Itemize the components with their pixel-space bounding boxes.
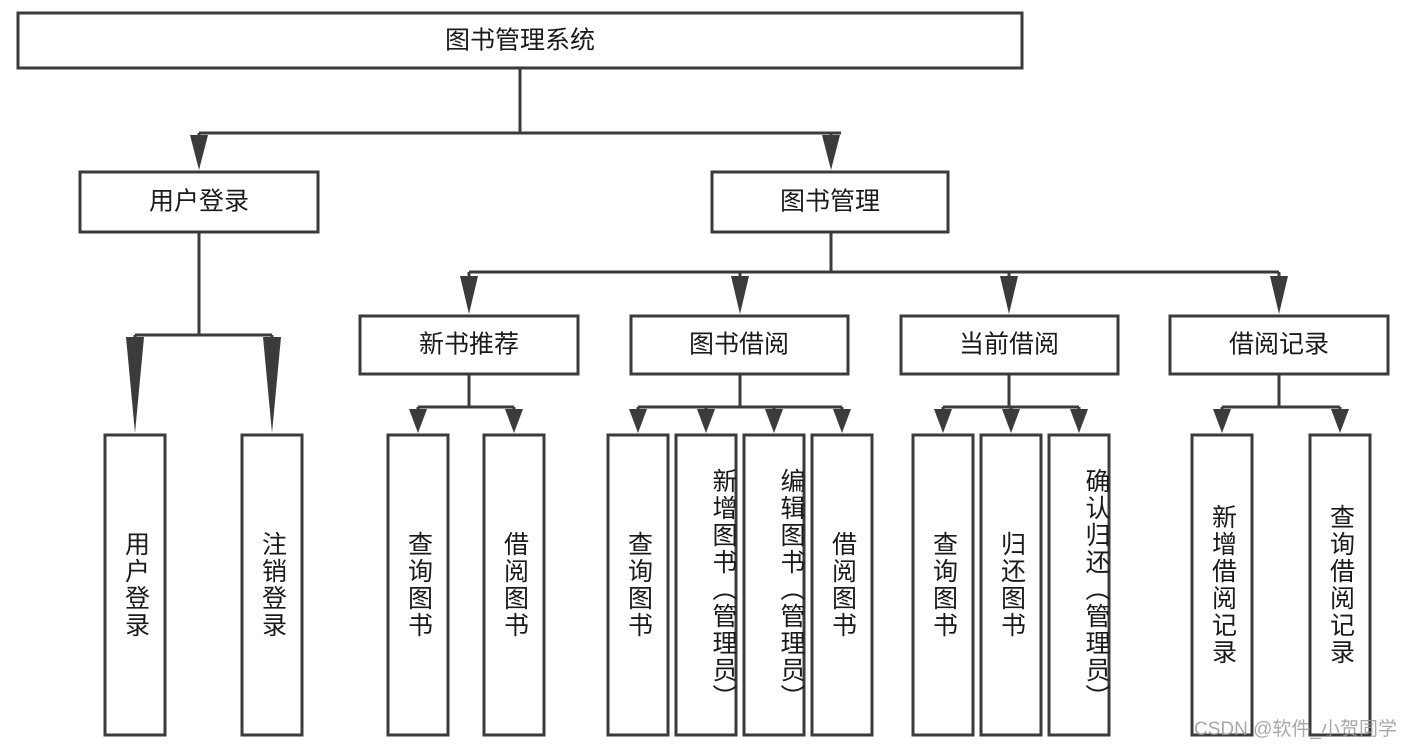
leaf-query-book-rec-box[interactable] — [386, 433, 450, 737]
arrow-head-new-book-rec — [460, 276, 478, 314]
node-user-login-box[interactable] — [78, 170, 320, 234]
arrow-head-leaf-confirm-return-admin — [1070, 409, 1088, 433]
node-root[interactable]: 图书管理系统 — [16, 11, 1024, 70]
node-root-label: 图书管理系统 — [445, 27, 595, 55]
connector-group-new-book-rec — [409, 374, 523, 433]
leaf-query-borrow-record-box[interactable] — [1308, 433, 1372, 737]
leaf-user-login-box[interactable] — [103, 433, 167, 737]
arrow-head-leaf-add-book-admin — [697, 409, 715, 433]
connector-group-borrow-record — [1213, 374, 1349, 433]
leaf-confirm-return-admin-box[interactable] — [1047, 433, 1111, 737]
leaf-add-book-admin-box[interactable] — [674, 433, 738, 737]
leaf-edit-book-admin-box[interactable] — [742, 433, 806, 737]
node-new-book-rec[interactable]: 新书推荐 — [358, 314, 580, 376]
arrow-head-leaf-add-borrow-record — [1213, 409, 1231, 433]
arrow-head-leaf-edit-book-admin — [765, 409, 783, 433]
node-book-borrow-label: 图书借阅 — [689, 331, 789, 359]
connector-group-book-borrow — [629, 374, 851, 433]
arrow-head-user-login — [190, 135, 208, 170]
arrow-head-leaf-query-book-borrow — [629, 409, 647, 433]
node-current-borrow[interactable]: 当前借阅 — [899, 314, 1120, 376]
node-book-manage-box[interactable] — [710, 170, 950, 234]
connector-group-root — [190, 68, 841, 170]
node-root-box[interactable] — [16, 11, 1024, 70]
arrow-head-leaf-borrow-book — [833, 409, 851, 433]
arrow-head-leaf-borrow-book-rec — [505, 409, 523, 433]
leaf-boxes — [103, 433, 1372, 737]
arrow-head-leaf-return-book — [1002, 409, 1020, 433]
leaf-query-book-current-box[interactable] — [911, 433, 975, 737]
leaf-query-book-borrow-box[interactable] — [606, 433, 670, 737]
connector-group-user-login — [126, 232, 281, 433]
arrow-head-book-borrow — [731, 276, 749, 314]
node-book-borrow[interactable]: 图书借阅 — [629, 314, 850, 376]
leaf-borrow-book-box[interactable] — [810, 433, 874, 737]
arrow-head-book-manage — [822, 135, 840, 170]
leaf-return-book-box[interactable] — [979, 433, 1043, 737]
arrow-head-leaf-query-book-current — [934, 409, 952, 433]
leaf-borrow-book-rec-box[interactable] — [482, 433, 546, 737]
node-user-login-label: 用户登录 — [149, 188, 249, 216]
node-current-borrow-label: 当前借阅 — [959, 331, 1059, 359]
arrow-head-current-borrow — [1000, 276, 1018, 314]
node-borrow-record-box[interactable] — [1168, 314, 1390, 376]
node-book-manage[interactable]: 图书管理 — [710, 170, 950, 234]
watermark-text: CSDN @软件_小贺同学 — [1194, 719, 1397, 740]
node-borrow-record[interactable]: 借阅记录 — [1168, 314, 1390, 376]
connector-group-current-borrow — [934, 374, 1088, 433]
node-new-book-rec-box[interactable] — [358, 314, 580, 376]
node-book-borrow-box[interactable] — [629, 314, 850, 376]
node-current-borrow-box[interactable] — [899, 314, 1120, 376]
arrow-head-borrow-record — [1270, 276, 1288, 314]
connector-group-book-manage — [460, 232, 1288, 314]
node-borrow-record-label: 借阅记录 — [1229, 331, 1329, 359]
arrow-head-leaf-query-book-rec — [409, 409, 427, 433]
node-user-login[interactable]: 用户登录 — [78, 170, 320, 234]
node-new-book-rec-label: 新书推荐 — [419, 331, 519, 359]
leaf-logout-login-box[interactable] — [240, 433, 304, 737]
arrow-head-leaf-query-borrow-record — [1331, 409, 1349, 433]
node-book-manage-label: 图书管理 — [780, 188, 880, 216]
leaf-add-borrow-record-box[interactable] — [1190, 433, 1254, 737]
